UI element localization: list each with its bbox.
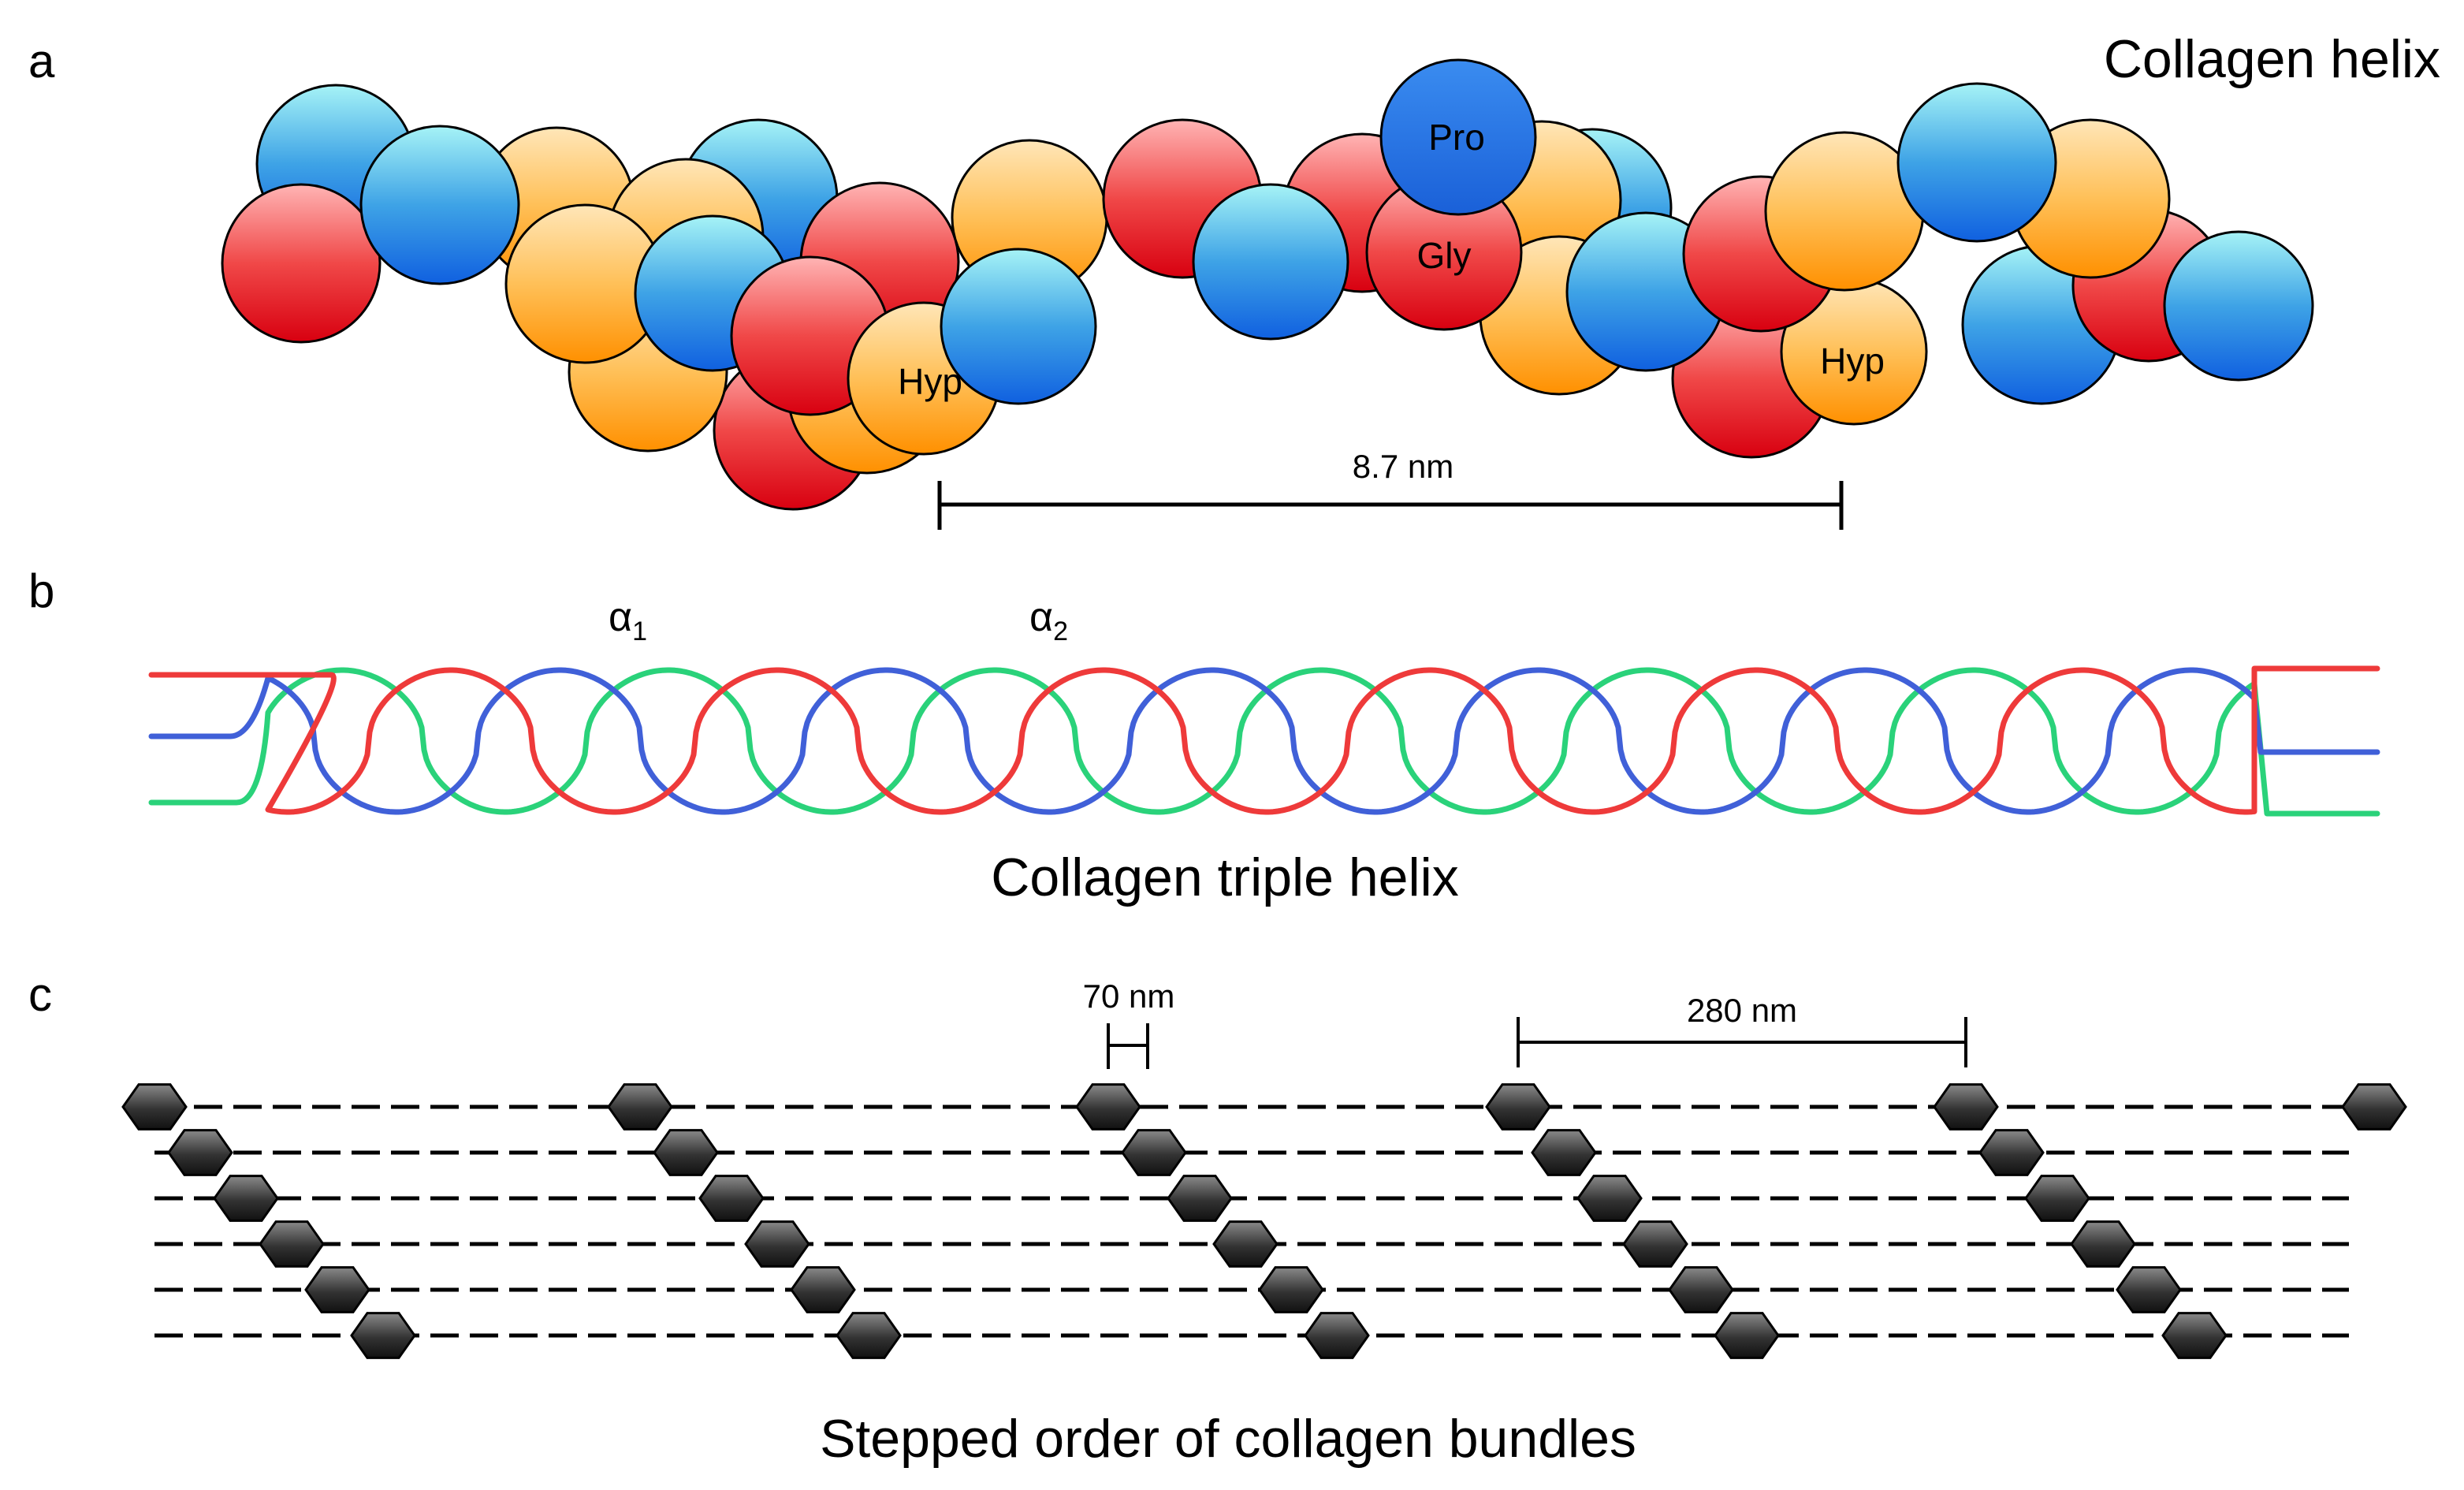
collagen-molecule-hexagon [2116,1266,2182,1313]
residue-label-hyp-right: Hyp [1820,341,1885,382]
collagen-molecule-hexagon [213,1175,279,1222]
collagen-molecule-hexagon [653,1129,719,1176]
alpha2-label: α2 [1029,594,1068,646]
panel-b-caption: Collagen triple helix [991,847,1458,907]
collagen-molecule-hexagon [1622,1220,1688,1268]
collagen-molecule-hexagon [1714,1312,1780,1359]
collagen-molecule-hexagon [744,1220,810,1268]
panel-a-title: Collagen helix [2104,29,2440,89]
panel-c: c 70 nm 280 nm Stepped order of collagen… [28,968,2407,1469]
collagen-molecule-hexagon [2341,1083,2407,1131]
scale-70nm-label: 70 nm [1083,978,1175,1015]
panel-b-label: b [28,564,54,617]
collagen-molecule-hexagon [1258,1266,1324,1313]
collagen-molecule-hexagon [1576,1175,1643,1222]
collagen-molecule-hexagon [1668,1266,1734,1313]
blue-residue-sphere [1379,58,1537,216]
collagen-molecule-hexagon [259,1220,325,1268]
collagen-bundle-rows [121,1083,2407,1359]
collagen-molecule-hexagon [1485,1083,1551,1131]
collagen-molecule-hexagon [607,1083,673,1131]
collagen-molecule-hexagon [1978,1129,2045,1176]
collagen-molecule-hexagon [698,1175,765,1222]
blue-residue-sphere [1192,183,1349,341]
scale-70nm [1107,1023,1149,1069]
blue-residue-sphere [1896,82,2057,243]
scale-280nm-label: 280 nm [1687,992,1797,1029]
triple-helix-strands [148,665,2380,817]
scale-bar-8-7nm-label: 8.7 nm [1353,448,1453,485]
collagen-molecule-hexagon [1212,1220,1279,1268]
collagen-molecule-hexagon [1933,1083,1999,1131]
residue-label-pro: Pro [1428,117,1485,158]
red-residue-sphere [221,183,382,344]
collagen-molecule-hexagon [1531,1129,1597,1176]
panel-c-label: c [28,968,52,1021]
collagen-molecule-hexagon [167,1129,233,1176]
residue-label-hyp-left: Hyp [898,361,962,402]
panel-a-label: a [28,35,55,88]
blue-residue-sphere [940,248,1097,405]
collagen-molecule-hexagon [1304,1312,1370,1359]
blue-residue-sphere [359,125,520,285]
panel-c-caption: Stepped order of collagen bundles [820,1409,1636,1469]
blue-residue-sphere [2163,230,2314,382]
strand-red [148,665,2380,815]
collagen-molecule-hexagon [2070,1220,2136,1268]
scale-280nm [1517,1017,1967,1067]
residue-label-gly: Gly [1417,235,1472,276]
collagen-molecule-hexagon [1121,1129,1187,1176]
collagen-molecule-hexagon [304,1266,370,1313]
scale-bar-8-7nm [937,481,1844,530]
alpha1-label: α1 [609,594,647,646]
collagen-molecule-hexagon [1075,1083,1141,1131]
collagen-molecule-hexagon [836,1312,902,1359]
collagen-molecule-hexagon [1167,1175,1233,1222]
collagen-molecule-hexagon [790,1266,856,1313]
collagen-molecule-hexagon [2024,1175,2090,1222]
panel-a: a Collagen helix Pro Gly Hyp Hyp 8.7 nm [28,29,2440,530]
collagen-molecule-hexagon [350,1312,416,1359]
collagen-molecule-hexagon [121,1083,188,1131]
strand-green [148,667,2380,817]
strand-blue [148,667,2380,815]
collagen-helix-spheres [221,58,2314,511]
panel-b: b α1 α2 Collagen triple helix [28,564,2380,907]
collagen-molecule-hexagon [2161,1312,2228,1359]
